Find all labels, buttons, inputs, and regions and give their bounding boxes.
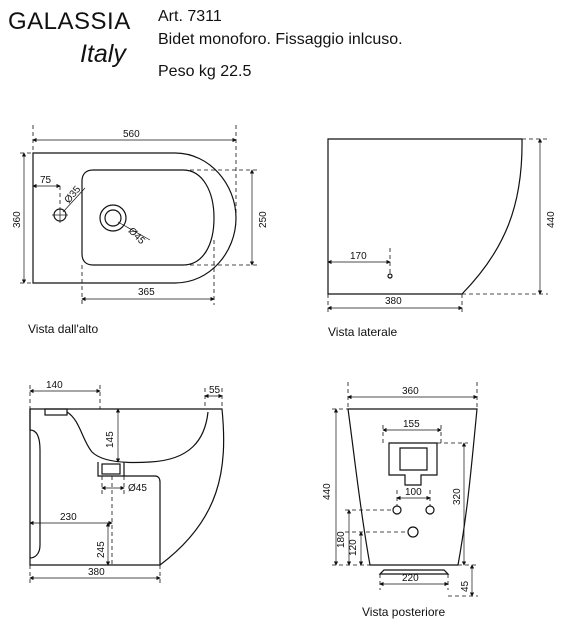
bowl-length-label: 250: [258, 211, 269, 228]
rear-outlet-height-label: 320: [452, 488, 463, 505]
product-description: Bidet monoforo. Fissaggio inlcuso.: [158, 31, 403, 48]
side-base-label: 380: [385, 296, 402, 307]
hole-35-label: Ø35: [63, 184, 84, 206]
section-view: 140 55 145 Ø45 230 245 380: [29, 380, 225, 583]
rear-width-label: 360: [402, 386, 419, 397]
top-length-label: 560: [123, 129, 140, 140]
rear-base-height-label: 45: [460, 580, 471, 592]
brand-country: Italy: [80, 40, 126, 68]
top-width-label: 360: [12, 211, 23, 228]
side-view: 440 170 380 Vista laterale: [327, 138, 557, 339]
section-low-label: 245: [96, 541, 107, 558]
rear-bolt-spacing-label: 100: [405, 487, 422, 498]
hole-45-label: Ø45: [126, 226, 147, 247]
rear-view: 360 155 100 440 320 180 120 220: [322, 382, 478, 619]
section-drain-label: Ø45: [128, 483, 147, 494]
rear-bolt-height-label: 180: [336, 531, 347, 548]
section-top-offset-label: 140: [46, 380, 63, 391]
product-weight: Peso kg 22.5: [158, 63, 252, 80]
side-inlet-label: 170: [350, 251, 367, 262]
rear-base-width-label: 220: [402, 573, 419, 584]
section-rim-label: 55: [209, 385, 221, 396]
top-view-caption: Vista dall'alto: [28, 322, 98, 336]
side-view-caption: Vista laterale: [328, 325, 397, 339]
brand-name: GALASSIA: [8, 8, 131, 35]
side-height-label: 440: [546, 211, 557, 228]
rear-outlet-width-label: 155: [403, 419, 420, 430]
top-view: 560 360 75 Ø35 Ø45 250 365 Vista dall'al…: [12, 125, 269, 336]
base-length-label: 365: [138, 287, 155, 298]
rear-view-caption: Vista posteriore: [362, 605, 445, 619]
section-drop-label: 145: [105, 431, 116, 448]
top-offset-label: 75: [40, 175, 52, 186]
section-back-label: 230: [60, 512, 77, 523]
rear-height-label: 440: [322, 483, 333, 500]
rear-drain-height-label: 120: [348, 539, 359, 556]
article-number: Art. 7311: [158, 8, 222, 25]
section-base-label: 380: [88, 567, 105, 578]
